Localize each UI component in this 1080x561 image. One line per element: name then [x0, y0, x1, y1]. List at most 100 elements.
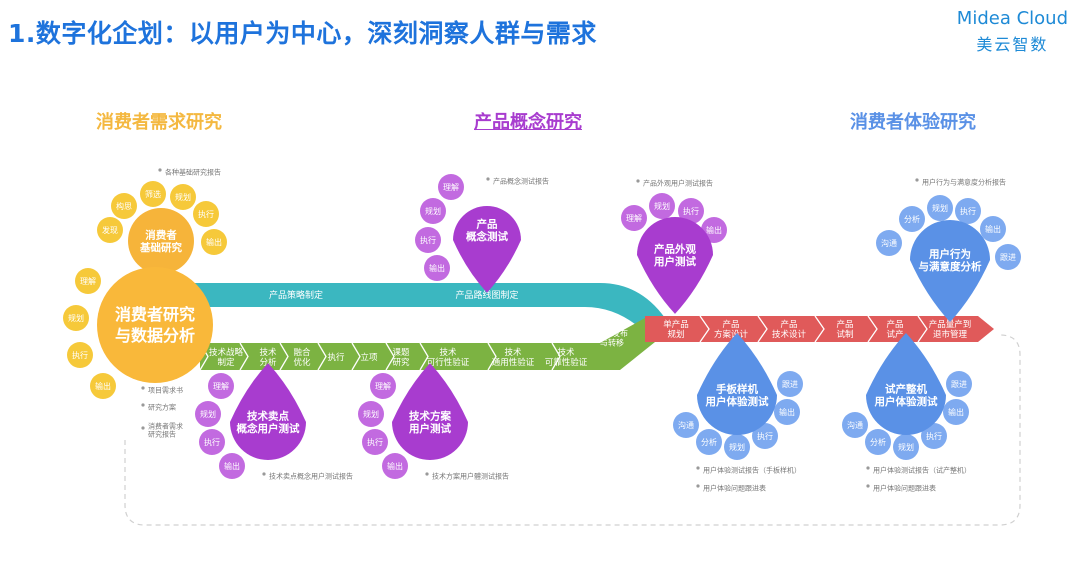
petal-label: 规划: [898, 442, 914, 452]
node-drop: [230, 363, 306, 461]
petal-label: 跟进: [1000, 253, 1016, 262]
note-bullet: [141, 403, 145, 407]
petal-trial: [943, 399, 969, 425]
petal-behavior: [980, 216, 1006, 242]
note-proto-report: 用户体验测试报告（手板样机）: [703, 465, 801, 474]
petal-basic: [111, 193, 137, 219]
technology-band: [200, 318, 670, 370]
petal-main: [67, 342, 93, 368]
petal-label: 沟通: [678, 420, 694, 430]
chevron-separator: [317, 342, 327, 371]
petal-proto: [724, 434, 750, 460]
petal-label: 理解: [80, 276, 96, 286]
product-step: 产品试产: [886, 319, 903, 340]
petal-tech-plan: [358, 401, 384, 427]
midea-cloud-logo: Midea Cloud 美云智数: [957, 8, 1068, 55]
petal-label: 分析: [701, 437, 717, 447]
chevron-separator: [351, 342, 361, 371]
chevron-separator: [699, 315, 710, 343]
tech-step: 技术可靠性验证: [545, 347, 588, 368]
petal-label: 输出: [429, 263, 445, 273]
petal-proto: [673, 412, 699, 438]
petal-label: 构思: [116, 201, 132, 211]
basic-research-label: 消费者基础研究: [139, 228, 182, 254]
petal-label: 执行: [926, 431, 942, 441]
petal-label: 规划: [425, 206, 441, 216]
note-bullet: [141, 386, 145, 390]
main-research-label: 消费者研究与数据分析: [115, 305, 195, 345]
note-trial-issues: 用户体验问题跟进表: [873, 483, 936, 492]
tech-step: 融合优化: [293, 347, 311, 368]
note-appearance-report: 产品外观用户测试报告: [643, 178, 713, 187]
petal-proto: [752, 423, 778, 449]
petal-concept: [415, 227, 441, 253]
note-tech-point-report: 技术卖点概念用户测试报告: [269, 471, 353, 480]
node-drop: [392, 363, 468, 460]
petal-label: 执行: [367, 437, 383, 447]
note-behavior-report: 用户行为与满意度分析报告: [922, 177, 1006, 186]
tech-step: 立项: [360, 352, 378, 363]
note-bullet: [866, 466, 870, 470]
note-bullet: [915, 178, 919, 182]
behavior-analysis-label: 用户行为与满意度分析: [919, 247, 982, 273]
petal-main: [90, 373, 116, 399]
petal-label: 输出: [706, 225, 722, 235]
section-consumer-demand: 消费者需求研究: [96, 112, 222, 133]
petal-tech-point: [195, 401, 221, 427]
petal-label: 筛选: [145, 189, 161, 199]
petal-tech-plan: [382, 453, 408, 479]
chevron-separator: [385, 342, 395, 371]
tech-step: 技术分析: [259, 347, 277, 368]
product-step: 产品方案设计: [714, 319, 749, 340]
logo-text-cn: 美云智数: [976, 35, 1049, 54]
petal-appearance: [621, 205, 647, 231]
note-demand-report: 消费者需求研究报告: [148, 421, 183, 438]
petal-label: 输出: [95, 381, 111, 391]
petal-behavior: [876, 230, 902, 256]
section-consumer-experience: 消费者体验研究: [850, 112, 976, 133]
petal-label: 理解: [443, 182, 459, 192]
chevron-separator: [487, 342, 497, 371]
petal-behavior: [899, 206, 925, 232]
note-bullet: [425, 472, 429, 476]
petal-label: 沟通: [881, 238, 897, 248]
note-bullet: [696, 466, 700, 470]
main-research-node: [97, 267, 213, 383]
tech-point-label: 技术卖点概念用户测试: [237, 409, 300, 435]
appearance-test-label: 产品外观用户测试: [653, 242, 696, 268]
petal-label: 规划: [363, 409, 379, 419]
petal-appearance: [649, 193, 675, 219]
chevron-separator: [551, 342, 561, 371]
product-step: 单产品规划: [663, 319, 689, 340]
node-drop: [866, 333, 946, 435]
petal-proto: [777, 371, 803, 397]
petal-tech-point: [219, 453, 245, 479]
petal-label: 规划: [200, 409, 216, 419]
page-title: 1.数字化企划：以用户为中心，深刻洞察人群与需求: [8, 19, 597, 48]
petal-basic: [193, 201, 219, 227]
petal-label: 规划: [68, 313, 84, 323]
petal-label: 跟进: [782, 380, 798, 389]
petal-label: 输出: [387, 461, 403, 471]
petal-label: 理解: [213, 381, 229, 391]
roadmap-step: 产品路线图制定: [455, 289, 518, 301]
petal-label: 理解: [626, 213, 642, 223]
petal-tech-plan: [370, 373, 396, 399]
petal-trial: [842, 412, 868, 438]
note-bullet: [141, 426, 145, 430]
tech-step: 技术可行性验证: [427, 347, 470, 368]
chevron-separator: [867, 315, 878, 343]
note-bullet: [866, 484, 870, 488]
logo-text-en: Midea Cloud: [956, 8, 1068, 29]
note-bullet: [696, 484, 700, 488]
petal-label: 执行: [72, 350, 88, 360]
petal-behavior: [955, 198, 981, 224]
tech-step: 执行: [327, 352, 345, 363]
petal-label: 执行: [204, 437, 220, 447]
petal-tech-point: [199, 429, 225, 455]
petal-label: 发现: [102, 225, 118, 235]
petal-label: 跟进: [951, 380, 967, 389]
note-bullet: [158, 168, 162, 172]
petal-proto: [696, 429, 722, 455]
basic-research-node: [128, 208, 194, 274]
